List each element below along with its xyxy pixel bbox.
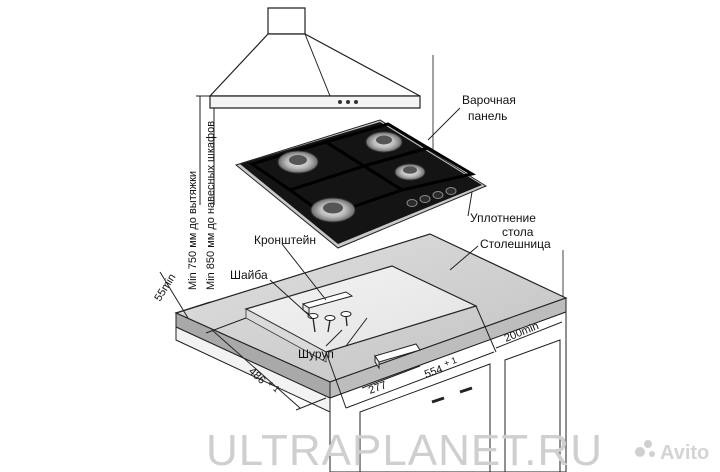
burner-rear-right [365,131,403,153]
front-edge-dimension: 55min [152,272,178,304]
bracket-front [374,343,421,370]
burner-front-right [394,163,426,181]
avito-badge: Avito [635,440,709,464]
height-dimension [196,95,222,205]
cabinet-clearance-label: Min 850 мм до навесных шкафов [205,121,217,290]
burner-front-left [310,197,356,223]
range-hood [208,7,421,109]
screws [312,315,348,333]
cooktop-label-line1: Варочная [462,93,516,107]
cutout-width-dimension: 554 + 1 [423,355,458,381]
leader-lines [269,107,479,347]
site-watermark: ULTRAPLANET.RU [206,426,603,472]
cabinet [175,311,567,472]
screw-label: Шуруп [298,347,334,361]
control-knobs [406,187,457,207]
cutout-width-tolerance: + 1 [443,355,458,369]
hood-clearance-label: Min 750 мм до вытяжки [187,171,199,290]
seal-label-line1: Уплотнение [470,211,536,225]
center-offset-dimension: 277 [367,379,388,397]
countertop-label: Столешница [480,237,551,251]
cooktop-label-line2: панель [468,109,507,123]
cutout-width-value: 554 [423,363,444,381]
bracket-label: Кронштейн [254,233,316,247]
avito-badge-text: Avito [660,442,709,464]
washer-label: Шайба [230,268,268,282]
burner-rear-left [277,150,319,174]
bracket-rear [301,291,354,315]
dimension-lines [159,271,563,411]
gas-cooktop [234,119,488,249]
seal-label-line2: стола [502,225,534,239]
